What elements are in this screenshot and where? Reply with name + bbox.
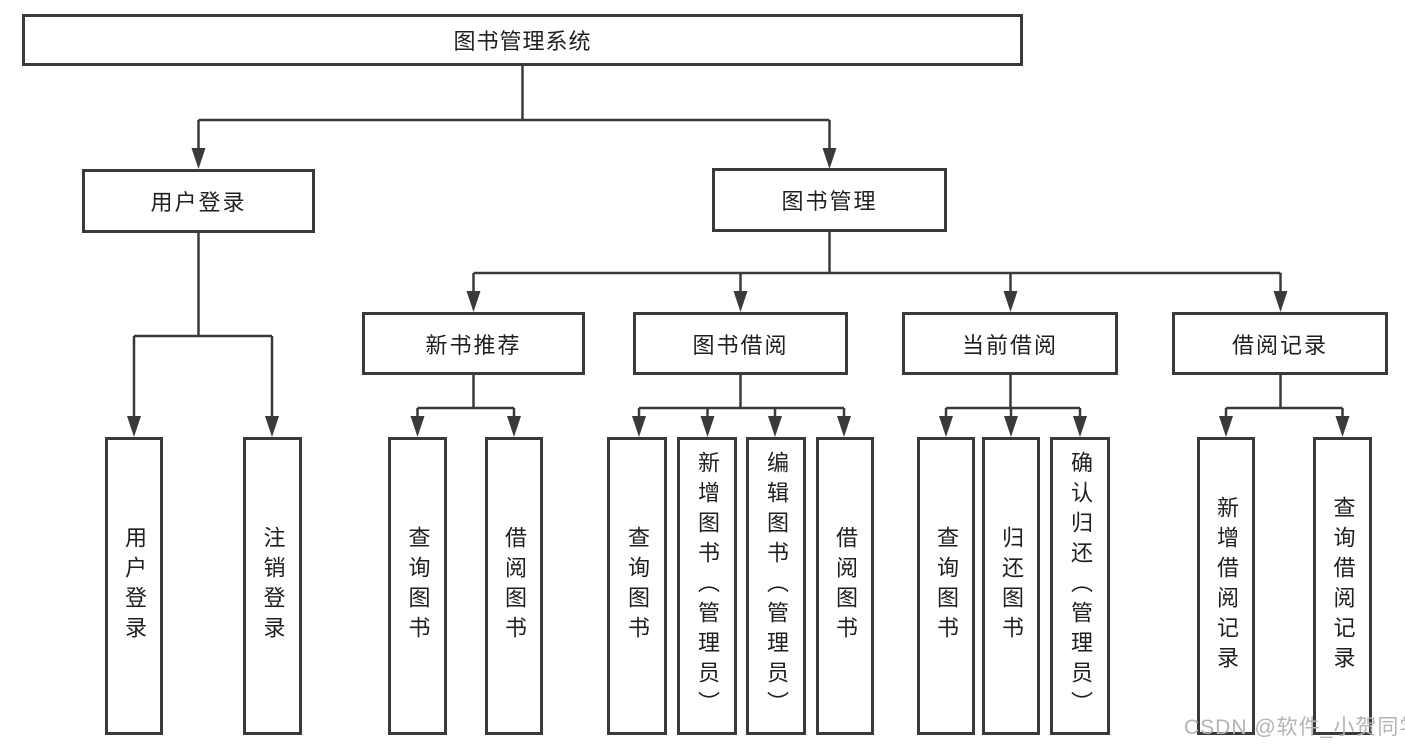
leaf-confirm-return-admin-label: 确认归还（管理员） <box>1068 451 1093 721</box>
node-book-borrow: 图书借阅 <box>633 312 848 375</box>
leaf-query-books-borrow: 查询图书 <box>607 437 667 735</box>
csdn-watermark: CSDN @软件_小贺同学 <box>1184 716 1405 739</box>
node-library-management-system: 图书管理系统 <box>22 14 1023 66</box>
leaf-add-borrow-record: 新增借阅记录 <box>1197 437 1255 735</box>
node-current-borrow: 当前借阅 <box>902 312 1118 375</box>
leaf-borrow-books: 借阅图书 <box>816 437 874 735</box>
leaf-logout-label: 注销登录 <box>260 526 286 646</box>
leaf-add-borrow-record-label: 新增借阅记录 <box>1214 496 1239 676</box>
leaf-edit-books-admin: 编辑图书（管理员） <box>746 437 806 735</box>
leaf-logout: 注销登录 <box>243 437 302 735</box>
node-book-management: 图书管理 <box>712 168 947 232</box>
leaf-query-books-recommend-label: 查询图书 <box>405 526 431 646</box>
leaf-borrow-books-recommend-label: 借阅图书 <box>502 526 527 646</box>
leaf-user-login: 用户登录 <box>105 437 163 735</box>
leaf-query-books-borrow-label: 查询图书 <box>625 526 650 646</box>
leaf-add-books-admin-label: 新增图书（管理员） <box>695 451 720 721</box>
leaf-query-books-current-label: 查询图书 <box>934 526 959 646</box>
leaf-borrow-books-recommend: 借阅图书 <box>485 437 543 735</box>
leaf-edit-books-admin-label: 编辑图书（管理员） <box>764 451 789 721</box>
leaf-borrow-books-label: 借阅图书 <box>833 526 858 646</box>
node-new-book-recommend: 新书推荐 <box>362 312 585 375</box>
leaf-query-borrow-record: 查询借阅记录 <box>1313 437 1372 735</box>
leaf-user-login-label: 用户登录 <box>122 526 147 646</box>
leaf-return-books-label: 归还图书 <box>999 526 1024 646</box>
node-user-login: 用户登录 <box>82 169 315 233</box>
leaf-query-books-recommend: 查询图书 <box>388 437 447 735</box>
leaf-return-books: 归还图书 <box>982 437 1040 735</box>
leaf-query-books-current: 查询图书 <box>917 437 975 735</box>
leaf-add-books-admin: 新增图书（管理员） <box>677 437 737 735</box>
node-borrow-records: 借阅记录 <box>1172 312 1388 375</box>
leaf-confirm-return-admin: 确认归还（管理员） <box>1050 437 1110 735</box>
leaf-query-borrow-record-label: 查询借阅记录 <box>1330 496 1356 676</box>
